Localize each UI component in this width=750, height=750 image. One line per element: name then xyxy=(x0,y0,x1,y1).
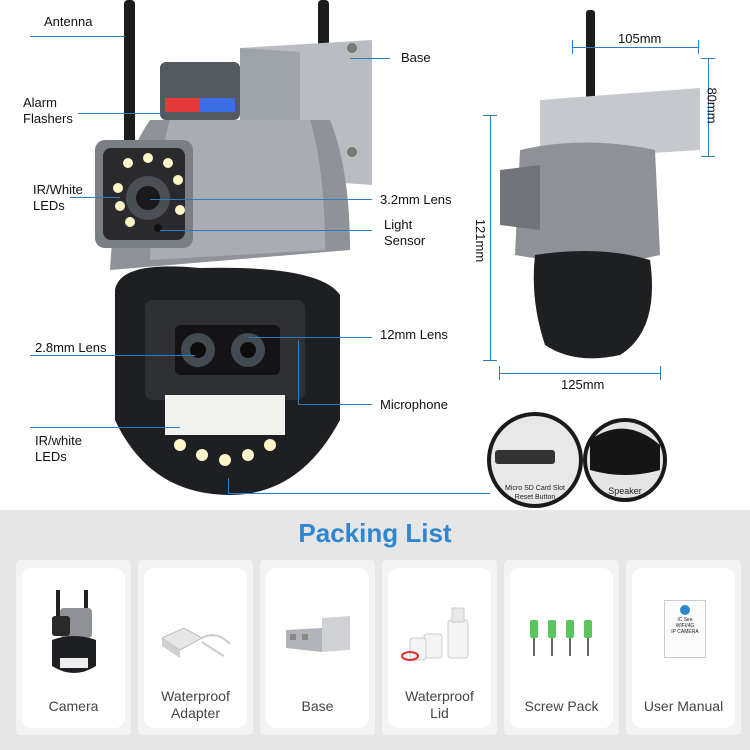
dim-125-tick-left xyxy=(499,366,500,380)
packing-item-manual: iC See WIFI/4G IP CAMERA User Manual xyxy=(626,560,741,735)
packing-item-base: Base xyxy=(260,560,375,735)
label-alarm-flashers: Alarm Flashers xyxy=(23,95,73,126)
packing-item-label: Screw Pack xyxy=(524,698,599,714)
dim-105-tick-right xyxy=(698,40,699,54)
label-light-sensor: Light Sensor xyxy=(384,217,426,248)
dim-80-line xyxy=(708,58,709,156)
packing-item-label: Waterproof Adapter xyxy=(161,688,230,721)
microphone-callout-line xyxy=(298,404,372,405)
side-dome xyxy=(533,251,652,359)
antenna-callout-line xyxy=(30,36,125,37)
dim-125-line xyxy=(499,373,660,374)
lid-thumbnail xyxy=(401,607,469,661)
dim-80: 80mm xyxy=(704,87,720,124)
side-upper-housing xyxy=(515,142,660,263)
label-lens-2-8mm: 2.8mm Lens xyxy=(35,340,107,355)
adapter-thumbnail xyxy=(160,627,231,658)
dim-121-tick-bottom xyxy=(483,360,497,361)
manual-logo-dot xyxy=(680,605,690,615)
packing-item-label: Waterproof Lid xyxy=(405,688,474,721)
packing-list-title: Packing List xyxy=(298,518,452,548)
light-sensor-callout-line xyxy=(160,230,372,231)
sd-card-caption: Micro SD Card Slot Reset Button xyxy=(505,485,565,501)
manual-thumbnail: iC See WIFI/4G IP CAMERA xyxy=(664,600,706,658)
lens32-callout-line xyxy=(150,199,372,200)
dim-105-line xyxy=(572,47,698,48)
label-lens-12mm: 12mm Lens xyxy=(380,327,448,342)
camera-thumbnail xyxy=(52,590,96,673)
label-microphone: Microphone xyxy=(380,397,448,412)
lens12-callout-line xyxy=(248,337,372,338)
speaker-caption: Speaker xyxy=(608,486,642,496)
packing-item-label: Base xyxy=(301,698,334,714)
manual-text: iC See WIFI/4G IP CAMERA xyxy=(671,617,699,635)
packing-item-camera: Camera xyxy=(16,560,131,735)
packing-item-adapter: Waterproof Adapter xyxy=(138,560,253,735)
antenna-left xyxy=(124,0,135,150)
label-lens-3-2mm: 3.2mm Lens xyxy=(380,192,452,207)
lens28-callout-line xyxy=(30,355,195,356)
microphone-callout-vline xyxy=(298,340,299,404)
label-ir-white-leds-top: IR/White LEDs xyxy=(33,182,83,213)
ir-top-callout-line xyxy=(70,197,120,198)
base-thumbnail xyxy=(286,616,350,652)
dim-105: 105mm xyxy=(618,31,662,46)
label-ir-white-leds-bottom: IR/white LEDs xyxy=(35,433,82,464)
dim-121-tick-top xyxy=(483,115,497,116)
led-array xyxy=(165,395,285,435)
product-diagram xyxy=(95,0,700,508)
dim-125: 125mm xyxy=(561,377,605,392)
dim-80-tick-bottom xyxy=(701,156,715,157)
ir-bottom-callout-line xyxy=(30,427,180,428)
inset-callout-line xyxy=(228,493,490,494)
packing-item-label: Camera xyxy=(48,698,99,714)
packing-item-screws: Screw Pack xyxy=(504,560,619,735)
alarm-callout-line xyxy=(78,113,162,114)
screws-thumbnail xyxy=(530,620,592,656)
dim-121-line xyxy=(490,115,491,360)
label-base: Base xyxy=(401,50,431,65)
dim-125-tick-right xyxy=(660,366,661,380)
side-base xyxy=(540,88,700,160)
packing-item-lid: Waterproof Lid xyxy=(382,560,497,735)
label-antenna: Antenna xyxy=(44,14,93,29)
dim-80-tick-top xyxy=(701,58,715,59)
packing-item-label: User Manual xyxy=(643,698,724,714)
dim-121: 121mm xyxy=(473,218,489,263)
base-callout-line xyxy=(350,58,390,59)
dim-105-tick-left xyxy=(572,40,573,54)
inset-callout-vline xyxy=(228,478,229,493)
